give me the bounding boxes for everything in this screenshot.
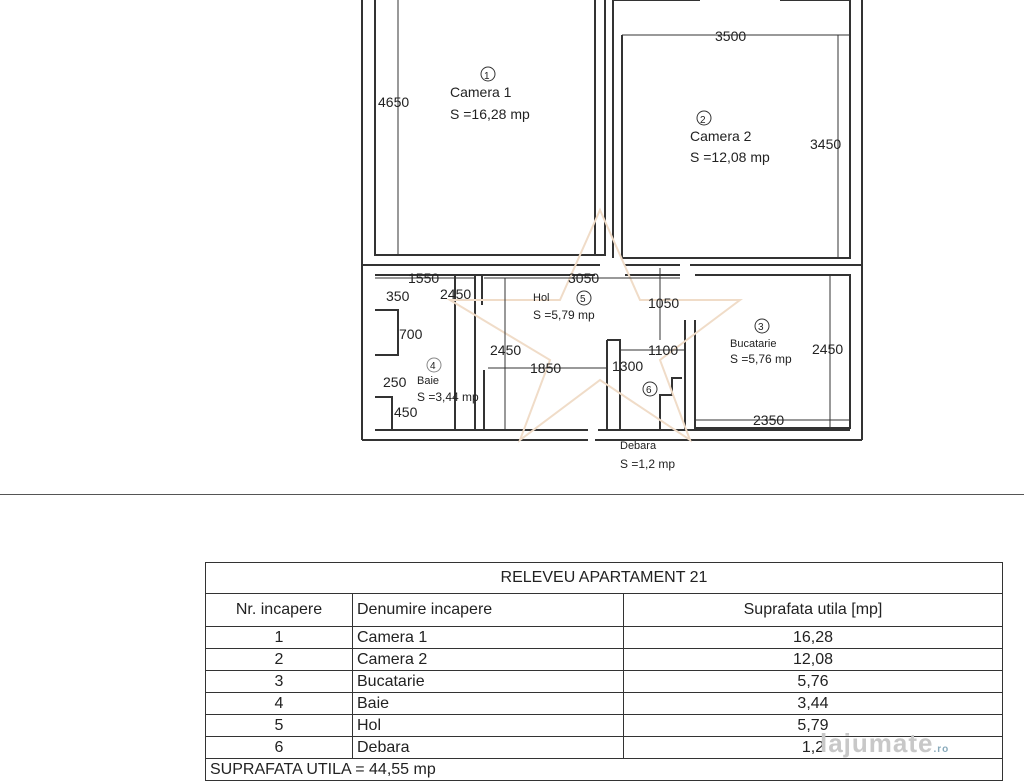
dimension-label: 1100 [648,342,678,358]
room-name: Baie [417,375,439,387]
dimension-label: 2450 [490,342,521,358]
dimension-label: 350 [386,288,410,304]
room-area: S =12,08 mp [690,149,770,165]
watermark-logo: lajumate.ro [820,728,949,759]
dimension-label: 2450 [812,341,843,357]
dimension-label: 3450 [810,136,841,152]
dimension-label: 2450 [440,286,471,302]
cell-name: Baie [352,692,624,715]
cell-area: 12,08 [623,648,1003,671]
dimension-label: 3500 [715,28,746,44]
cell-name: Camera 1 [352,626,624,649]
cell-area: 1,2 [623,736,1003,759]
divider [0,494,1024,495]
total-area: SUPRAFATA UTILA = 44,55 mp [205,758,1003,781]
room-number: 3 [758,322,764,333]
dimension-label: 3050 [568,270,599,286]
room-name: Camera 1 [450,84,512,100]
cell-name: Bucatarie [352,670,624,693]
room-name: Debara [620,440,657,452]
room-name: Hol [533,292,550,304]
cell-nr: 2 [205,648,353,671]
room-number: 4 [430,361,436,372]
cell-name: Camera 2 [352,648,624,671]
cell-nr: 3 [205,670,353,693]
room-area: S =5,76 mp [730,352,792,366]
cell-area: 3,44 [623,692,1003,715]
dimension-label: 1050 [648,295,679,311]
room-number: 5 [580,294,586,305]
cell-area: 5,76 [623,670,1003,693]
header-area: Suprafata utila [mp] [623,593,1003,627]
watermark-suffix: .ro [933,744,950,755]
room-area: S =5,79 mp [533,308,595,322]
room-area: S =3,44 mp [417,390,479,404]
cell-name: Debara [352,736,624,759]
room-area: S =1,2 mp [620,457,675,471]
dimension-labels: 4650 3500 3450 1550 3050 2450 350 700 25… [378,28,843,428]
header-name: Denumire incapere [352,593,624,627]
room-name: Bucatarie [730,338,776,350]
dimension-label: 1300 [612,358,643,374]
room-name: Camera 2 [690,128,752,144]
cell-name: Hol [352,714,624,737]
floor-plan: 1 Camera 1 S =16,28 mp 2 Camera 2 S =12,… [361,0,863,471]
dimension-label: 1550 [408,270,439,286]
watermark-star [446,207,743,443]
room-number: 6 [646,385,652,396]
dimension-label: 4650 [378,94,409,110]
dimension-lines [375,0,850,430]
cell-nr: 6 [205,736,353,759]
cell-area: 16,28 [623,626,1003,649]
room-labels: 1 Camera 1 S =16,28 mp 2 Camera 2 S =12,… [417,66,792,471]
dimension-label: 1850 [530,360,561,376]
table-title: RELEVEU APARTAMENT 21 [205,562,1003,594]
dimension-label: 250 [383,374,407,390]
dimension-label: 450 [394,404,418,420]
header-nr: Nr. incapere [205,593,353,627]
walls [361,0,863,441]
cell-nr: 5 [205,714,353,737]
room-number: 1 [484,71,490,82]
watermark-text: lajumate [820,728,934,758]
room-area: S =16,28 mp [450,106,530,122]
cell-nr: 4 [205,692,353,715]
cell-nr: 1 [205,626,353,649]
dimension-label: 2350 [753,412,784,428]
room-number: 2 [700,115,706,126]
dimension-label: 700 [399,326,423,342]
